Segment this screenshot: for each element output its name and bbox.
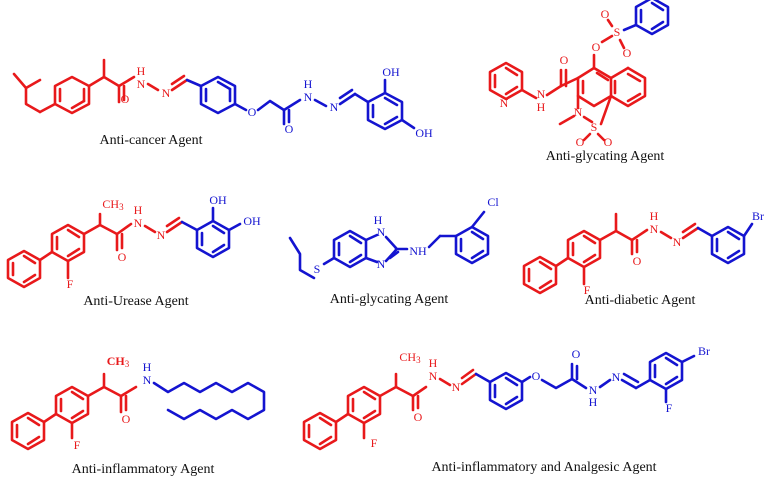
urease-f: F <box>67 277 74 291</box>
analgesic-n2: N <box>452 380 461 394</box>
diabetic-n2: N <box>673 235 682 249</box>
analgesic-f1: F <box>371 436 378 450</box>
piroxicam-s: S <box>591 120 598 134</box>
anticancer-n1: N <box>137 77 146 91</box>
diabetic-br: Br <box>752 209 764 223</box>
urease-ch3: CH3 <box>102 197 124 212</box>
molecule-antiurease: F CH3 O H N N OH OH Anti-Urease Ag <box>6 193 261 309</box>
caption-antiglycating-mid: Anti-glycating Agent <box>330 292 449 307</box>
benzimidazole-n1: N <box>377 225 386 239</box>
diabetic-n1: N <box>650 222 659 236</box>
benzimidazole-nh: NH <box>409 244 427 258</box>
caption-antiglycating-top: Anti-glycating Agent <box>546 149 665 164</box>
caption-antiinflammatory: Anti-inflammatory Agent <box>72 462 215 477</box>
piroxicam-so3: O <box>601 7 610 21</box>
piroxicam-nh-n: N <box>537 87 546 101</box>
benzimidazole-n2: N <box>377 257 386 271</box>
anticancer-nh2: H <box>304 77 313 91</box>
urease-n1: N <box>134 216 143 230</box>
analgesic-o1: O <box>414 410 423 424</box>
inflammatory-f: F <box>74 438 81 452</box>
diabetic-f: F <box>584 283 591 297</box>
molecule-antidiabetic: F O H N N Br Anti-diabetic Agent <box>522 209 764 308</box>
inflammatory-n: N <box>143 373 152 387</box>
urease-oh1: OH <box>209 193 227 207</box>
molecule-anticancer: O H N N O O H N N <box>12 58 433 148</box>
analgesic-br: Br <box>698 344 710 358</box>
piroxicam-o-ester: O <box>592 40 601 54</box>
piroxicam-so1: O <box>576 135 585 149</box>
molecule-antiglycating-top: N N H O N S O O <box>488 0 670 164</box>
benzimidazole-h: H <box>374 213 383 227</box>
anticancer-o2: O <box>248 105 257 119</box>
caption-antiurease: Anti-Urease Agent <box>83 294 188 309</box>
anticancer-o3: O <box>285 122 294 136</box>
piroxicam-n-pyridine: N <box>500 96 509 110</box>
anticancer-oh2: OH <box>415 126 433 140</box>
analgesic-h2: H <box>589 395 598 409</box>
anticancer-n3: N <box>304 90 313 104</box>
inflammatory-o: O <box>122 412 131 426</box>
analgesic-o2: O <box>532 369 541 383</box>
caption-antidiabetic: Anti-diabetic Agent <box>585 293 696 308</box>
urease-h: H <box>134 203 143 217</box>
anticancer-n4: N <box>330 100 339 114</box>
inflammatory-ch3: CH3 <box>107 354 130 369</box>
anticancer-n2: N <box>162 86 171 100</box>
piroxicam-n-ring: N <box>574 105 583 119</box>
caption-antiinflammatory-analgesic: Anti-inflammatory and Analgesic Agent <box>431 460 656 475</box>
urease-n2: N <box>157 228 166 242</box>
piroxicam-s2: S <box>614 25 621 39</box>
analgesic-n3: N <box>589 383 598 397</box>
piroxicam-so2: O <box>604 135 613 149</box>
analgesic-o3: O <box>572 347 581 361</box>
analgesic-ch3: CH3 <box>399 350 421 365</box>
anticancer-o1: O <box>121 92 130 106</box>
analgesic-n1: N <box>429 369 438 383</box>
benzimidazole-s: S <box>314 262 321 276</box>
molecule-antiglycating-mid: S H N N NH Cl Anti-glycating Agent <box>288 195 499 307</box>
piroxicam-o-amide: O <box>560 53 569 67</box>
caption-anticancer: Anti-cancer Agent <box>99 133 202 148</box>
analgesic-h1: H <box>429 356 438 370</box>
piroxicam-so4: O <box>623 46 632 60</box>
urease-o: O <box>118 250 127 264</box>
diabetic-o: O <box>633 254 642 268</box>
inflammatory-h: H <box>143 360 152 374</box>
molecule-antiinflammatory-analgesic: F CH3 O H N N O O <box>302 344 710 475</box>
anticancer-nh1: H <box>137 64 146 78</box>
piroxicam-nh-h: H <box>537 100 546 114</box>
analgesic-f2: F <box>666 401 673 415</box>
molecule-antiinflammatory: F CH3 O H N Anti-inflammatory Agent <box>10 354 266 477</box>
diabetic-h: H <box>650 209 659 223</box>
urease-oh2: OH <box>243 214 261 228</box>
anticancer-oh1: OH <box>382 65 400 79</box>
benzimidazole-cl: Cl <box>487 195 499 209</box>
analgesic-n4: N <box>612 370 621 384</box>
